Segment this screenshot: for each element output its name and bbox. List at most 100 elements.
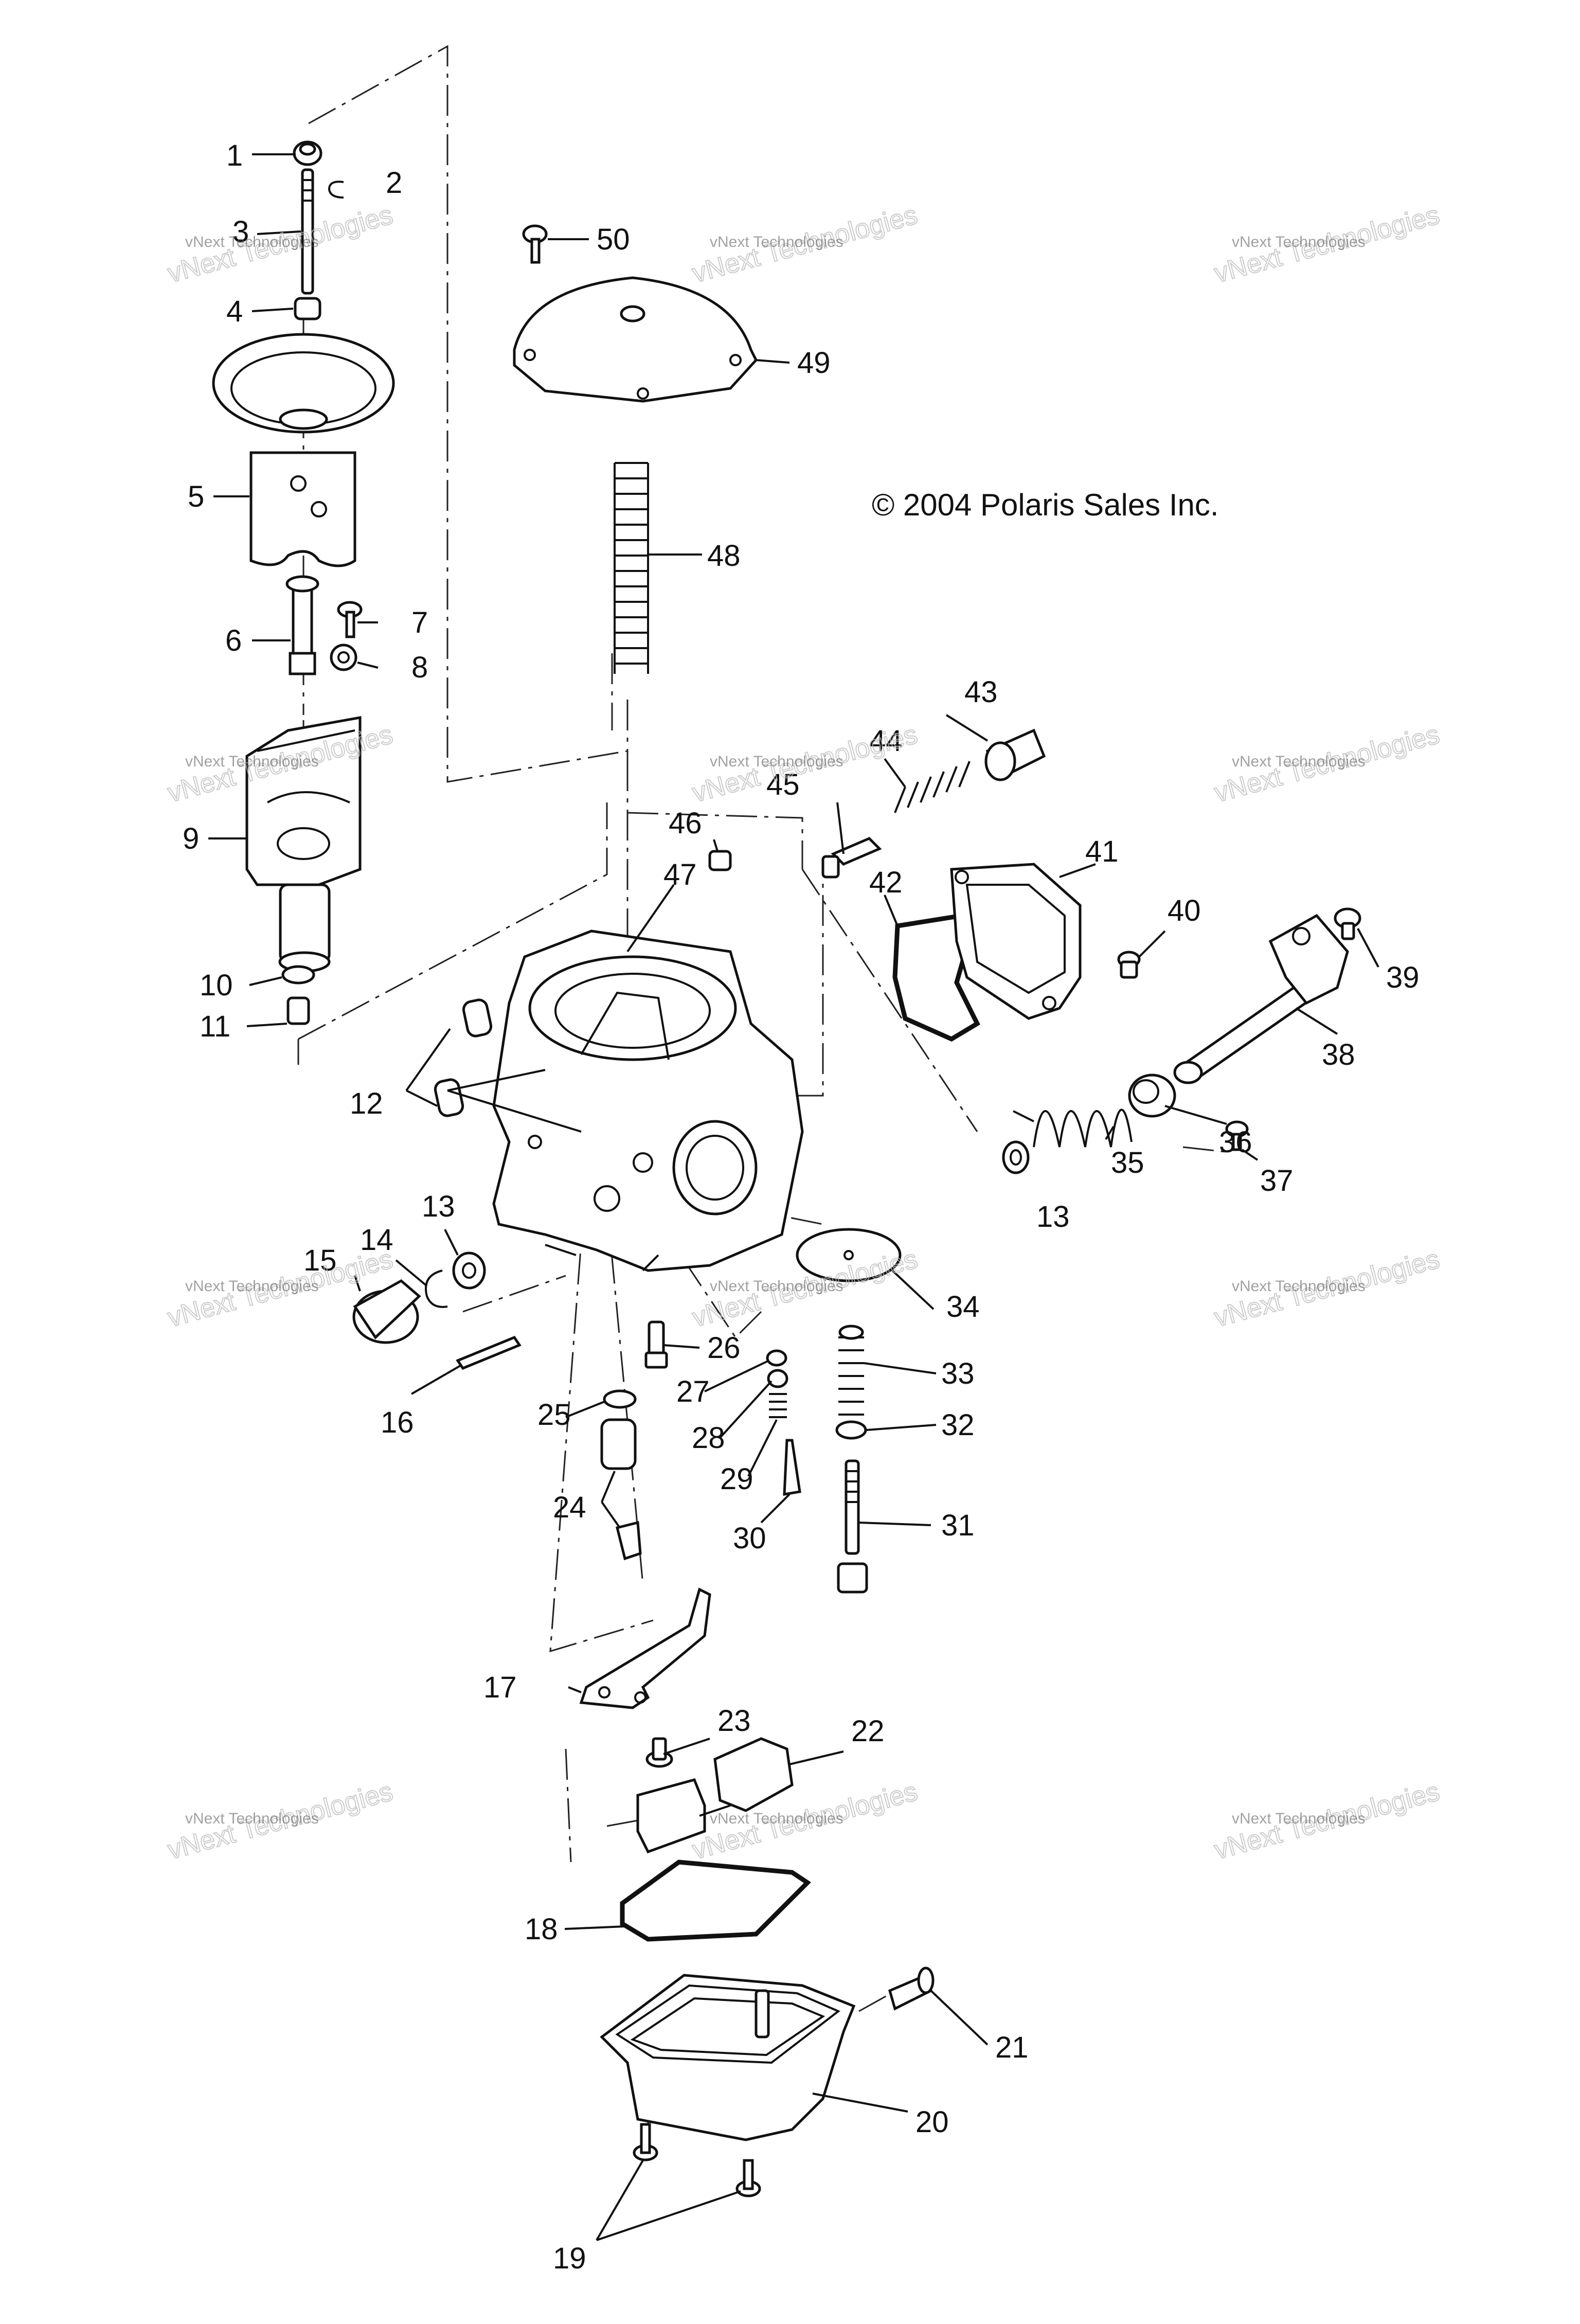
callout-39: 39 xyxy=(1386,961,1420,994)
part-4-washer xyxy=(294,297,321,320)
callout-9: 9 xyxy=(183,822,199,855)
watermark-text: vNext Technologies xyxy=(710,1278,843,1295)
part-34-throttle-plate xyxy=(796,1228,902,1282)
part-43-cap xyxy=(984,728,1046,781)
callout-28: 28 xyxy=(692,1421,725,1455)
callout-13-right: 13 xyxy=(1036,1200,1070,1233)
watermark-text: vNext Technologies xyxy=(1232,234,1366,251)
part-24-needle-valve xyxy=(600,1418,642,1561)
part-33-spring xyxy=(838,1325,864,1416)
watermark-text: vNext Technologies xyxy=(710,234,843,251)
callout-18: 18 xyxy=(525,1912,558,1946)
copyright-notice: © 2004 Polaris Sales Inc. xyxy=(872,488,1219,522)
callout-11: 11 xyxy=(200,1010,230,1043)
callout-26: 26 xyxy=(707,1331,741,1365)
part-11-plug xyxy=(286,996,310,1025)
part-25-o-ring xyxy=(603,1389,637,1409)
callout-8: 8 xyxy=(411,651,428,684)
part-40-screw xyxy=(1117,951,1141,979)
callout-36: 36 xyxy=(1219,1125,1252,1159)
callout-2: 2 xyxy=(386,166,402,200)
callout-47: 47 xyxy=(663,858,697,891)
callout-31: 31 xyxy=(941,1509,975,1542)
callout-7: 7 xyxy=(411,606,428,639)
callout-40: 40 xyxy=(1168,894,1201,927)
part-2-e-clip xyxy=(328,181,344,199)
part-16-pin xyxy=(456,1335,522,1370)
callout-5: 5 xyxy=(188,480,204,513)
part-26-jet xyxy=(644,1320,668,1369)
callout-46: 46 xyxy=(669,807,702,840)
watermark-text: vNext Technologies xyxy=(185,234,319,251)
callout-25: 25 xyxy=(537,1398,571,1432)
part-23-screw xyxy=(645,1737,673,1768)
part-39-screw xyxy=(1334,907,1361,940)
part-35-throttle-spring xyxy=(1013,1109,1133,1148)
callout-35: 35 xyxy=(1111,1146,1144,1179)
part-30-pilot-screw xyxy=(783,1439,801,1496)
part-6-jet-holder xyxy=(285,575,319,675)
part-36-collar xyxy=(1128,1074,1176,1118)
part-29-spring xyxy=(769,1393,787,1418)
part-5-diaphragm-piston xyxy=(212,333,395,567)
part-41-accelerator-cover xyxy=(950,863,1082,1020)
callout-3: 3 xyxy=(232,215,249,248)
callout-43: 43 xyxy=(964,675,998,709)
part-32-washer xyxy=(835,1420,867,1440)
callout-12: 12 xyxy=(350,1087,383,1120)
carburetor-body xyxy=(492,929,804,1272)
callout-15: 15 xyxy=(303,1244,337,1277)
part-37-screw xyxy=(1225,1120,1249,1151)
callout-1: 1 xyxy=(226,139,243,172)
part-15-cap xyxy=(352,1279,421,1344)
callout-29: 29 xyxy=(720,1462,753,1496)
callout-22: 22 xyxy=(851,1714,885,1748)
part-12-dowels xyxy=(434,998,493,1117)
part-28-washer xyxy=(767,1369,788,1388)
part-31-adjuster-screw xyxy=(837,1459,868,1594)
callout-27: 27 xyxy=(676,1375,710,1408)
watermark-text: vNext Technologies xyxy=(185,753,319,770)
part-1-nut xyxy=(293,140,322,166)
part-22-float xyxy=(636,1737,794,1854)
callout-6: 6 xyxy=(225,624,242,657)
part-27-o-ring xyxy=(766,1349,787,1367)
part-17-bracket xyxy=(579,1587,711,1709)
callout-17: 17 xyxy=(483,1671,517,1704)
watermark-text: vNext Technologies xyxy=(185,1278,319,1295)
part-50-screw xyxy=(522,224,548,264)
part-10-o-ring xyxy=(281,965,315,985)
callout-50: 50 xyxy=(597,223,630,256)
leader-lines xyxy=(208,153,1379,2241)
watermark-text: vNext Technologies xyxy=(710,753,843,770)
callout-45: 45 xyxy=(766,768,800,801)
part-14-clip xyxy=(425,1270,448,1308)
watermark-text: vNext Technologies xyxy=(1232,1278,1366,1295)
part-19-screws xyxy=(633,2123,761,2197)
callout-41: 41 xyxy=(1085,835,1119,868)
part-7-screw xyxy=(337,601,363,638)
callout-21: 21 xyxy=(995,2031,1029,2064)
callout-32: 32 xyxy=(941,1408,975,1442)
callout-38: 38 xyxy=(1322,1038,1355,1071)
callout-48: 48 xyxy=(707,539,741,573)
callout-33: 33 xyxy=(941,1357,975,1390)
callout-10: 10 xyxy=(200,969,233,1002)
callout-labels: 1 2 3 4 5 6 7 8 9 10 11 12 13 14 15 16 1… xyxy=(183,139,1420,2275)
callout-13-left: 13 xyxy=(422,1190,455,1223)
part-20-float-bowl xyxy=(600,1974,856,2141)
callout-34: 34 xyxy=(946,1290,980,1324)
part-13-washer-right xyxy=(1002,1140,1030,1174)
watermark-text: vNext Technologies xyxy=(1232,1810,1366,1827)
part-44-spring xyxy=(894,761,971,813)
callout-37: 37 xyxy=(1260,1164,1294,1197)
part-48-spring xyxy=(614,462,649,674)
part-49-top-cover xyxy=(513,276,758,403)
callout-30: 30 xyxy=(733,1522,766,1555)
part-46-plug xyxy=(708,850,732,871)
part-9-slide-plate xyxy=(245,716,362,973)
callout-14: 14 xyxy=(360,1223,393,1257)
part-8-lock-washer xyxy=(330,643,357,671)
watermark-text: vNext Technologies xyxy=(1232,753,1366,770)
